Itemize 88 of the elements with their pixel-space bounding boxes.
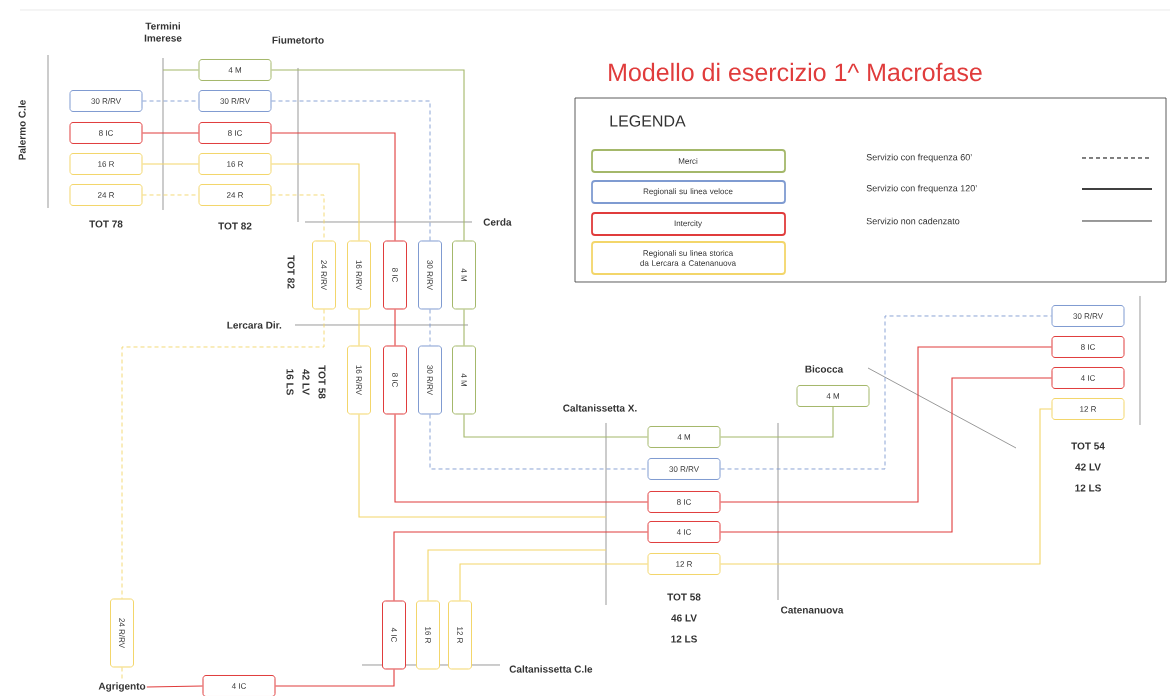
rotated-label: Palermo C.le bbox=[18, 100, 26, 160]
connector-line bbox=[270, 132, 396, 242]
legend-text: Merci bbox=[678, 158, 698, 164]
service-box: 4 IC bbox=[202, 675, 276, 696]
service-box: 24 R bbox=[69, 184, 143, 206]
service-box: 4 M bbox=[796, 385, 870, 407]
station-label: 46 LV bbox=[671, 614, 697, 622]
legend-text: Servizio con frequenza 120’ bbox=[866, 184, 977, 194]
connector-line bbox=[393, 531, 649, 602]
service-box: 16 R/RV bbox=[347, 345, 371, 415]
connector-line bbox=[162, 69, 200, 71]
connector-line bbox=[141, 163, 200, 165]
station-label: TOT 82 bbox=[218, 222, 252, 230]
service-box: 4 IC bbox=[1051, 367, 1125, 389]
rotated-label: 16 LS bbox=[286, 369, 294, 395]
station-label: TOT 54 bbox=[1071, 442, 1105, 450]
service-box: 12 R bbox=[448, 600, 472, 670]
station-label: Caltanissetta C.le bbox=[509, 665, 593, 673]
station-label: 12 LS bbox=[671, 635, 697, 643]
connector-line bbox=[719, 406, 834, 438]
service-box: 16 R/RV bbox=[347, 240, 371, 310]
service-box: 30 R/RV bbox=[198, 90, 272, 112]
rotated-label: TOT 82 bbox=[287, 255, 295, 289]
connector-line bbox=[121, 309, 325, 599]
connector-line bbox=[459, 563, 649, 602]
connector-line bbox=[146, 685, 204, 688]
connector-line bbox=[270, 69, 465, 242]
service-box: 16 R bbox=[69, 153, 143, 175]
service-box: 4 IC bbox=[647, 521, 721, 543]
connector-line bbox=[719, 377, 1053, 533]
connector-line bbox=[429, 309, 431, 346]
legend-heading: LEGENDA bbox=[610, 115, 686, 127]
station-label: Lercara Dir. bbox=[227, 321, 282, 329]
rotated-label: TOT 58 bbox=[318, 365, 326, 399]
legend-text: Regionali su linea veloce bbox=[643, 188, 733, 196]
service-box: 4 M bbox=[452, 240, 476, 310]
service-box: 16 R bbox=[416, 600, 440, 670]
service-box: 30 R/RV bbox=[69, 90, 143, 112]
connector-line bbox=[394, 413, 649, 503]
service-box: 24 R/RV bbox=[312, 240, 336, 310]
station-label: Termini Imerese bbox=[144, 22, 182, 42]
connector-line bbox=[141, 132, 200, 134]
service-box: 4 M bbox=[452, 345, 476, 415]
service-box: 8 IC bbox=[198, 122, 272, 144]
service-box: 8 IC bbox=[383, 345, 407, 415]
service-box: 30 R/RV bbox=[418, 240, 442, 310]
service-box: 4 IC bbox=[382, 600, 406, 670]
connector-line bbox=[463, 413, 649, 438]
connector-line bbox=[270, 163, 360, 242]
service-box: 30 R/RV bbox=[418, 345, 442, 415]
connector-line bbox=[427, 549, 607, 602]
connector-line bbox=[394, 308, 396, 347]
service-box: 4 M bbox=[198, 59, 272, 81]
service-box: 12 R bbox=[647, 553, 721, 575]
station-label: TOT 58 bbox=[667, 593, 701, 601]
station-label: TOT 78 bbox=[89, 220, 123, 228]
legend-text: Intercity bbox=[674, 220, 702, 228]
service-box: 30 R/RV bbox=[647, 458, 721, 480]
station-label: Agrigento bbox=[98, 682, 146, 692]
connector-line bbox=[358, 413, 607, 518]
connector-line bbox=[358, 308, 360, 347]
connector-line bbox=[142, 100, 199, 102]
service-box: 24 R bbox=[198, 184, 272, 206]
connector-line bbox=[719, 408, 1053, 565]
title: Modello di esercizio 1^ Macrofase bbox=[609, 62, 982, 82]
service-box: 16 R bbox=[198, 153, 272, 175]
service-box: 8 IC bbox=[383, 240, 407, 310]
station-label: Catenanuova bbox=[781, 606, 844, 614]
service-box: 8 IC bbox=[1051, 336, 1125, 358]
service-box: 8 IC bbox=[69, 122, 143, 144]
legend-text: Servizio non cadenzato bbox=[866, 217, 960, 225]
rotated-label: 42 LV bbox=[302, 369, 310, 395]
service-box: 24 R/RV bbox=[110, 598, 134, 668]
service-box: 30 R/RV bbox=[1051, 305, 1125, 327]
service-box: 12 R bbox=[1051, 398, 1125, 420]
service-box: 4 M bbox=[647, 426, 721, 448]
connector-line bbox=[142, 194, 199, 196]
connector-line bbox=[274, 668, 395, 687]
connector-line bbox=[463, 308, 465, 347]
connector-line bbox=[429, 414, 648, 470]
station-label: 12 LS bbox=[1075, 484, 1101, 492]
legend-text: Regionali su linea storica da Lercara a Catenanuova bbox=[640, 250, 736, 266]
connector-line bbox=[271, 100, 431, 241]
service-box: 8 IC bbox=[647, 491, 721, 513]
connector-line bbox=[719, 346, 1053, 503]
connector-line bbox=[720, 315, 1052, 470]
legend-text: Servizio con frequenza 60’ bbox=[866, 153, 972, 163]
station-label: 42 LV bbox=[1075, 463, 1101, 471]
